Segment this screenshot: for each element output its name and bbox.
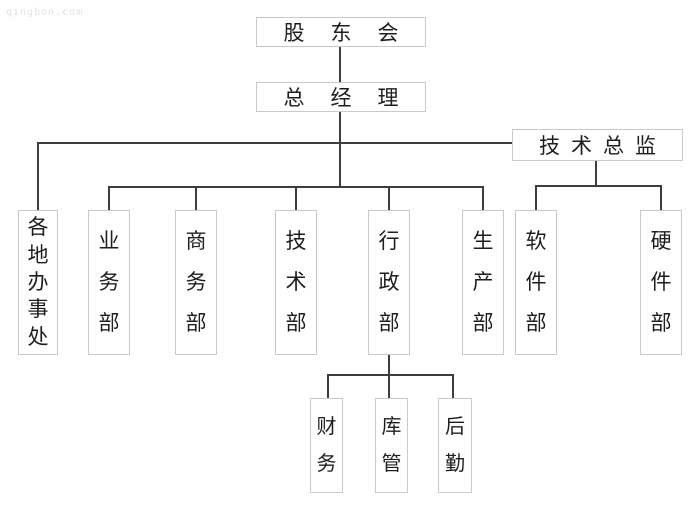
connector-top-horizontal (38, 142, 512, 144)
org-node-commerce: 商务部 (175, 210, 217, 355)
org-node-software: 软件部 (515, 210, 557, 355)
org-node-warehouse: 库管 (375, 398, 408, 493)
org-node-general-manager: 总经理 (256, 82, 426, 112)
org-node-production: 生产部 (462, 210, 504, 355)
connector-drop-hardware (660, 185, 662, 210)
connector-tech-sub-horizontal (535, 185, 662, 187)
org-node-shareholders: 股东会 (256, 17, 426, 47)
connector-drop-commerce (195, 186, 197, 210)
connector-techdirector-trunk (595, 161, 597, 187)
connector-admin-trunk (388, 355, 390, 376)
connector-drop-admin (388, 186, 390, 210)
connector-drop-production (482, 186, 484, 210)
org-node-tech: 技术部 (275, 210, 317, 355)
connector-drop-software (535, 185, 537, 210)
connector-drop-warehouse (388, 374, 390, 398)
connector-drop-logistics (452, 374, 454, 398)
org-node-offices: 各地办事处 (18, 210, 58, 355)
org-node-hardware: 硬件部 (640, 210, 682, 355)
connector-admin-sub-horizontal (327, 374, 454, 376)
connector-shareholders-gm (339, 47, 341, 82)
org-node-logistics: 后勤 (438, 398, 472, 493)
org-node-business: 业务部 (88, 210, 130, 355)
org-node-admin: 行政部 (368, 210, 410, 355)
connector-drop-business (108, 186, 110, 210)
connector-drop-finance (327, 374, 329, 398)
org-node-tech-director: 技术总监 (512, 129, 683, 161)
org-node-finance: 财务 (310, 398, 343, 493)
connector-gm-trunk (339, 112, 341, 188)
connector-drop-tech (295, 186, 297, 210)
connector-drop-offices (37, 142, 39, 210)
watermark-text: qingbon.com (6, 7, 84, 18)
